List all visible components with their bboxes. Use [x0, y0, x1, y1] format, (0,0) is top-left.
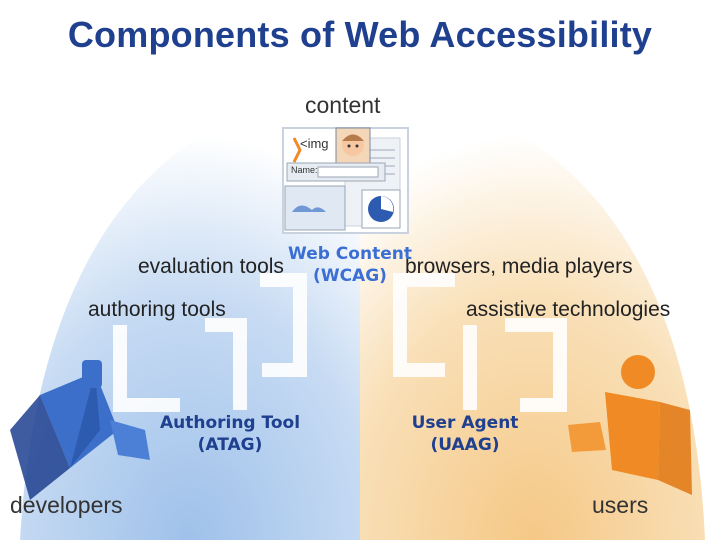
name-field-label: Name: [291, 165, 318, 175]
uaag-overlay: User Agent (UAAG) [385, 412, 545, 456]
uaag-line2: (UAAG) [430, 435, 500, 455]
wcag-overlay: Web Content (WCAG) [270, 243, 430, 287]
slide-title: Components of Web Accessibility [67, 14, 653, 55]
img-tag-text: <img [300, 136, 329, 151]
developer-figure [10, 360, 150, 500]
label-assistive-technologies: assistive technologies [466, 298, 671, 321]
wcag-line2: (WCAG) [313, 266, 387, 286]
atag-line1: Authoring Tool [159, 413, 301, 433]
user-figure [568, 355, 692, 495]
atag-overlay: Authoring Tool (ATAG) [140, 412, 320, 456]
label-browsers-media-players: browsers, media players [405, 255, 633, 278]
left-brackets [113, 273, 307, 412]
label-users: users [592, 492, 649, 518]
uaag-line1: User Agent [411, 413, 519, 433]
content-illustration [282, 127, 409, 234]
label-authoring-tools: authoring tools [88, 298, 226, 321]
right-brackets [393, 273, 567, 412]
label-developers: developers [10, 492, 123, 518]
atag-line2: (ATAG) [197, 435, 263, 455]
wcag-line1: Web Content [288, 244, 412, 264]
label-evaluation-tools: evaluation tools [138, 255, 284, 278]
label-content: content [305, 92, 381, 118]
